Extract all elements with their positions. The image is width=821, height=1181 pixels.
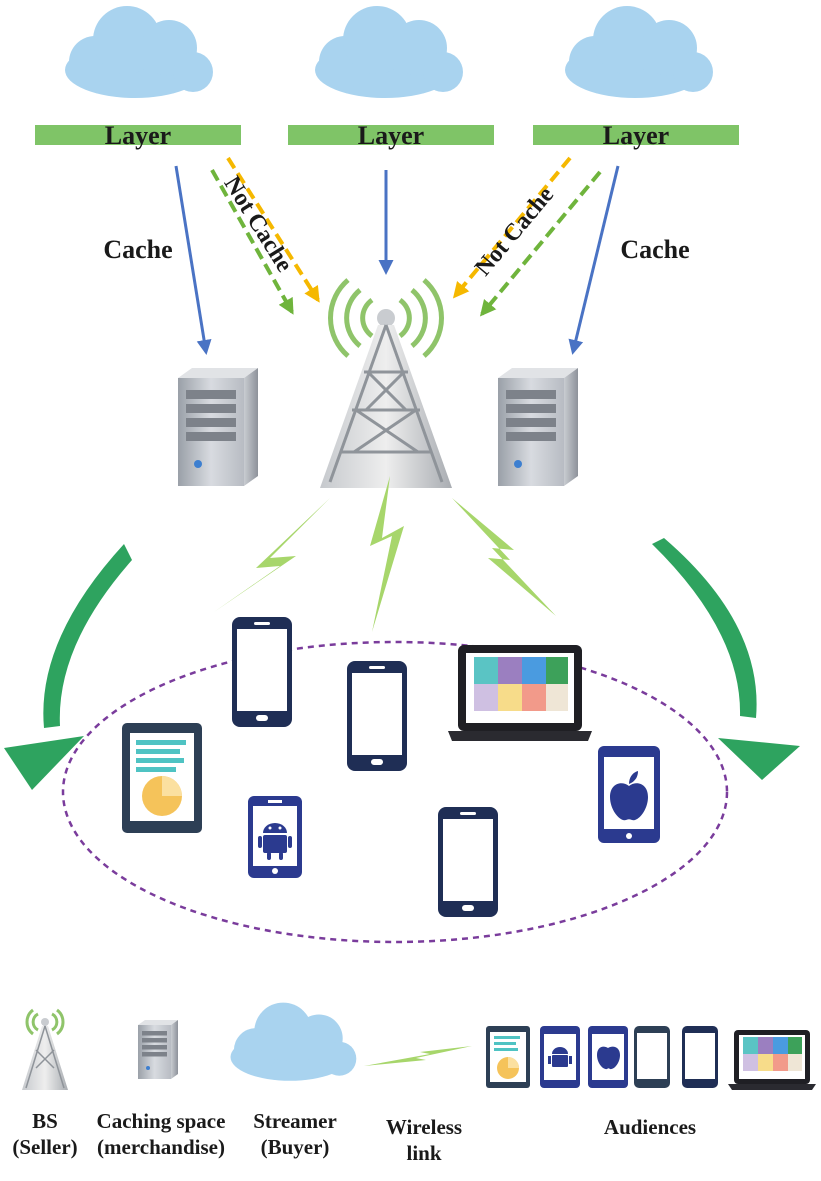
phone-icon-3 xyxy=(438,807,498,917)
layer-label-right: Layer xyxy=(603,121,669,150)
wireless-bolts-group xyxy=(214,476,556,632)
server-icon-left xyxy=(178,368,258,486)
layer-label-left: Layer xyxy=(105,121,171,150)
legend-bs-line2: (Seller) xyxy=(12,1135,78,1159)
legend-tablet-chart-icon xyxy=(486,1026,530,1088)
legend-phone-icon-1 xyxy=(634,1026,670,1088)
legend-laptop-icon xyxy=(728,1030,816,1090)
legend-streamer-line1: Streamer xyxy=(253,1109,337,1133)
legend-apple-tablet-icon xyxy=(588,1026,628,1088)
tablet-chart-icon xyxy=(122,723,202,833)
curved-arrow-right xyxy=(652,538,757,718)
wireless-bolt-left xyxy=(214,498,330,612)
legend-phone-icon-2 xyxy=(682,1026,718,1088)
legend-caching-line2: (merchandise) xyxy=(97,1135,225,1159)
legend-wireless-icon xyxy=(364,1046,472,1066)
legend-audiences-label: Audiences xyxy=(560,1114,740,1140)
legend-bs-label: BS (Seller) xyxy=(0,1108,90,1160)
cloud-layer-group xyxy=(65,6,713,98)
apple-tablet-icon xyxy=(598,746,660,843)
curved-arrow-left-head xyxy=(4,736,84,790)
wireless-bolt-right xyxy=(452,498,556,616)
legend-caching-line1: Caching space xyxy=(96,1109,226,1133)
legend-cloud-icon xyxy=(230,1002,357,1081)
layer-bar-center xyxy=(288,125,494,145)
legend-wireless-label: Wireless link xyxy=(362,1114,486,1166)
cloud-icon-right xyxy=(565,6,713,98)
audience-group-boundary xyxy=(61,640,729,944)
android-phone-icon xyxy=(248,796,302,878)
cache-arrow-left xyxy=(174,165,212,355)
base-station-tower-icon xyxy=(320,278,452,488)
cache-label-left: Cache xyxy=(103,235,172,264)
cloud-icon-left xyxy=(65,6,213,98)
curved-arrows-group xyxy=(4,538,800,790)
layer-bar-right xyxy=(533,125,739,145)
not-cache-label-left: Not Cache xyxy=(218,172,297,277)
legend-streamer-line2: (Buyer) xyxy=(260,1135,330,1159)
cache-label-right: Cache xyxy=(620,235,689,264)
legend-audiences-line1: Audiences xyxy=(603,1115,697,1139)
laptop-icon xyxy=(448,645,592,741)
cloud-icon-center xyxy=(315,6,463,98)
server-icon-right xyxy=(498,368,578,486)
legend-streamer-label: Streamer (Buyer) xyxy=(236,1108,354,1160)
layer-label-center: Layer xyxy=(358,121,424,150)
wireless-bolt-center xyxy=(370,476,404,632)
legend-bs-line1: BS xyxy=(32,1109,58,1133)
cache-arrow-right xyxy=(568,165,620,355)
not-cache-arrow-right-green xyxy=(479,170,602,317)
legend-bs-icon xyxy=(22,1008,68,1090)
not-cache-label-right: Not Cache xyxy=(470,182,559,281)
legend-android-phone-icon xyxy=(540,1026,580,1088)
phone-icon-2 xyxy=(347,661,407,771)
phone-icon-1 xyxy=(232,617,292,727)
not-cache-arrow-left-yellow xyxy=(226,156,320,303)
legend-caching-label: Caching space (merchandise) xyxy=(86,1108,236,1160)
curved-arrow-right-head xyxy=(718,738,800,780)
layer-bar-left xyxy=(35,125,241,145)
curved-arrow-left xyxy=(43,544,132,728)
legend-wireless-line1: Wireless xyxy=(385,1115,463,1139)
not-cache-arrow-right-yellow xyxy=(452,156,572,299)
not-cache-arrow-left-green xyxy=(210,169,294,315)
legend-server-icon xyxy=(138,1020,178,1079)
legend-wireless-line2: link xyxy=(406,1141,442,1165)
